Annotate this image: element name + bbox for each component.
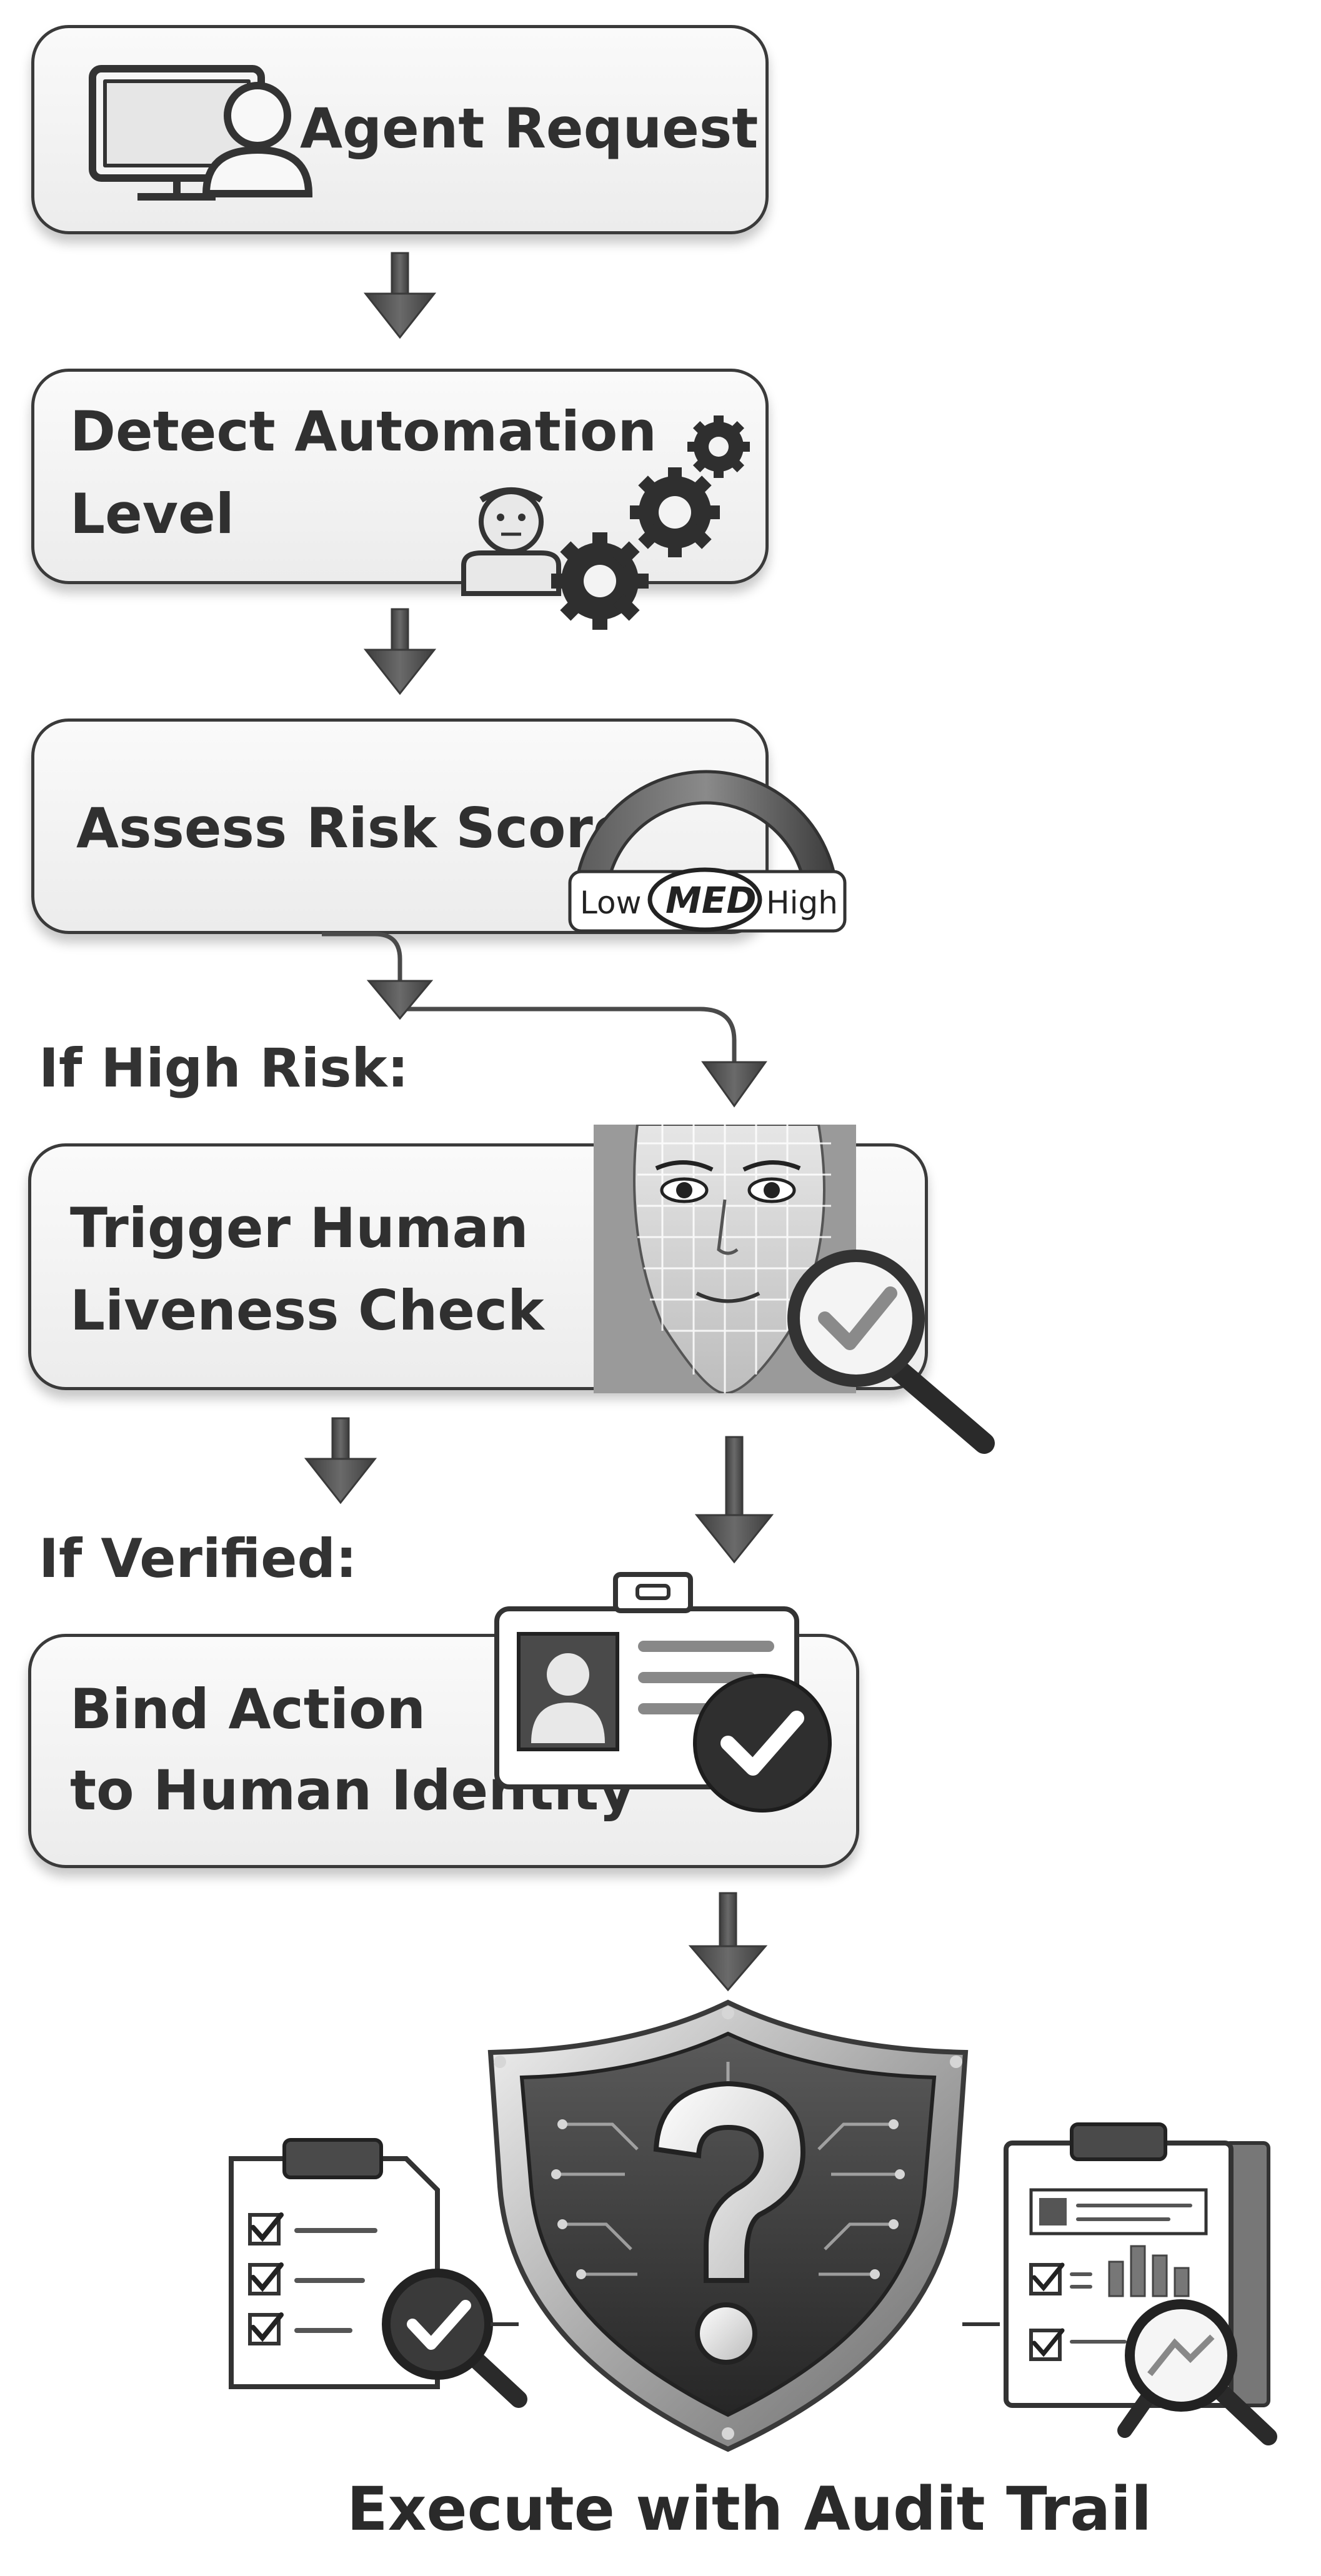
detect-automation-label-line2: Level [70,482,234,546]
arrow-down-2 [363,608,437,695]
liveness-label-line1: Trigger Human [70,1196,529,1260]
condition-verified: If Verified: [39,1528,357,1590]
assess-risk-label: Assess Risk Score [76,796,631,860]
execute-label: Execute with Audit Trail [347,2474,1152,2544]
arrow-down-4 [694,1436,774,1564]
bind-identity-label-line1: Bind Action [70,1677,426,1741]
arrow-down-5 [688,1892,768,1992]
arrow-branch-right [701,1061,767,1108]
condition-high-risk: If High Risk: [39,1037,409,1100]
arrow-down-3 [304,1417,377,1504]
bind-identity-label-line2: to Human Identity [70,1758,635,1823]
liveness-label-line2: Liveness Check [70,1278,544,1343]
agent-request-label: Agent Request [300,96,759,161]
arrow-branch-left [366,980,434,1020]
detect-automation-label-line1: Detect Automation [70,399,657,464]
branch-connector [322,932,737,1062]
arrow-down-1 [363,252,437,339]
